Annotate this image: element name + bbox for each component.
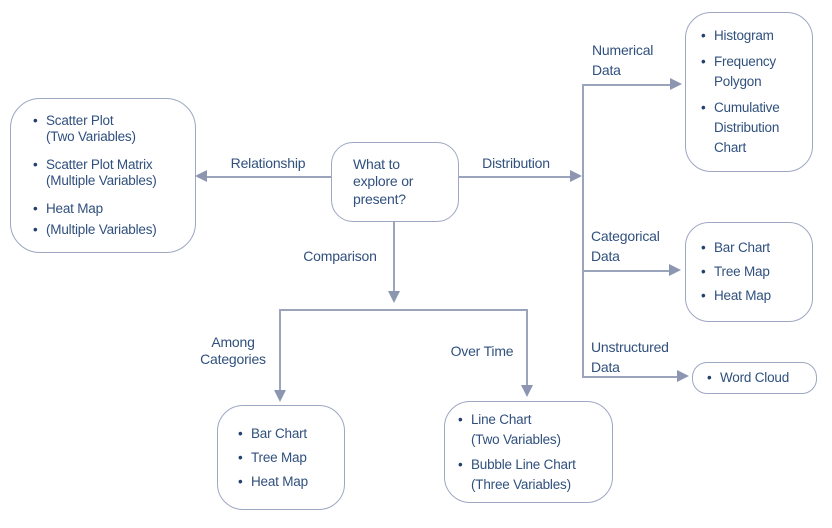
chart-option: (Multiple Variables) (46, 222, 157, 237)
over-time-label: Over Time (450, 343, 514, 359)
numerical-charts-box: • Histogram • Frequency Polygon • Cumulativ… (685, 12, 813, 172)
among-categories-edge-line (279, 309, 281, 390)
comparison-edge-line (393, 222, 395, 291)
list-item: • Bar Chart (238, 424, 340, 444)
center-question-text: What to explore or present? (353, 155, 414, 207)
list-item: • Histogram (701, 26, 808, 46)
chart-option: Line Chart (Two Variables) (471, 411, 561, 447)
distribution-trunk-line (582, 84, 584, 377)
list-item: • Tree Map (238, 448, 340, 468)
chart-option: Histogram (714, 28, 774, 43)
bullet-icon: • (33, 113, 38, 128)
list-item: • Bubble Line Chart (Three Variables) (458, 455, 608, 495)
unstructured-edge-line (582, 376, 678, 378)
bullet-icon: • (33, 157, 38, 172)
list-item: • (Multiple Variables) (33, 222, 189, 238)
list-item: • Heat Map (33, 201, 189, 217)
chart-option: Bar Chart (714, 240, 770, 255)
bullet-icon: • (701, 100, 706, 115)
distribution-edge-line (459, 176, 571, 178)
chart-option: Tree Map (251, 449, 307, 465)
among-categories-arrowhead-icon (274, 390, 286, 402)
distribution-edge-label: Distribution (482, 155, 550, 171)
chart-option: Scatter Plot Matrix (Multiple Variables) (46, 157, 157, 188)
list-item: • Heat Map (701, 286, 808, 306)
categorical-data-label: Categorical Data (591, 228, 660, 264)
bullet-icon: • (238, 425, 243, 441)
over-time-charts-box: • Line Chart (Two Variables) • Bubble Line… (444, 401, 613, 503)
bullet-icon: • (238, 473, 243, 489)
bullet-icon: • (701, 288, 706, 303)
chart-option: Tree Map (714, 264, 770, 279)
unstructured-data-label: Unstructured Data (591, 339, 669, 375)
bullet-icon: • (458, 411, 463, 427)
bullet-icon: • (707, 370, 712, 385)
among-categories-label: Among Categories (200, 334, 266, 367)
numerical-arrowhead-icon (670, 78, 682, 90)
list-item: • Word Cloud (707, 368, 812, 388)
center-question-node: What to explore or present? (331, 142, 459, 222)
list-item: • Tree Map (701, 262, 808, 282)
bullet-icon: • (701, 28, 706, 43)
bullet-icon: • (458, 456, 463, 472)
chart-option: Bar Chart (251, 425, 307, 441)
among-categories-charts-box: • Bar Chart • Tree Map • Heat Map (217, 405, 345, 510)
chart-option: Heat Map (251, 473, 308, 489)
numerical-data-label: Numerical Data (592, 42, 654, 78)
over-time-edge-line (526, 309, 528, 385)
list-item: • Heat Map (238, 472, 340, 492)
list-item: • Scatter Plot Matrix (Multiple Variables… (33, 157, 189, 189)
unstructured-arrowhead-icon (677, 370, 689, 382)
numerical-edge-line (582, 84, 671, 86)
chart-option: Cumulative Distribution Chart (714, 100, 780, 155)
list-item: • Line Chart (Two Variables) (458, 410, 608, 450)
chart-option: Word Cloud (720, 370, 790, 385)
list-item: • Frequency Polygon (701, 52, 808, 92)
chart-option: Heat Map (46, 201, 103, 216)
over-time-arrowhead-icon (521, 385, 533, 397)
list-item: • Bar Chart (701, 238, 808, 258)
chart-option: Scatter Plot (Two Variables) (46, 113, 136, 144)
chart-option: Heat Map (714, 288, 771, 303)
categorical-edge-line (582, 270, 669, 272)
comparison-splitter-line (279, 309, 528, 311)
comparison-arrowhead-icon (388, 291, 400, 303)
list-item: • Cumulative Distribution Chart (701, 98, 808, 158)
relationship-edge-label: Relationship (230, 155, 306, 171)
chart-option: Frequency Polygon (714, 54, 776, 89)
bullet-icon: • (33, 222, 38, 237)
bullet-icon: • (238, 449, 243, 465)
categorical-arrowhead-icon (669, 264, 681, 276)
bullet-icon: • (33, 201, 38, 216)
relationship-charts-box: • Scatter Plot (Two Variables) • Scatter P… (10, 98, 196, 253)
categorical-charts-box: • Bar Chart • Tree Map • Heat Map (685, 222, 813, 322)
relationship-edge-line (206, 176, 331, 178)
list-item: • Scatter Plot (Two Variables) (33, 113, 189, 145)
relationship-arrowhead-icon (195, 170, 207, 182)
bullet-icon: • (701, 264, 706, 279)
bullet-icon: • (701, 240, 706, 255)
chart-option: Bubble Line Chart (Three Variables) (471, 456, 576, 492)
unstructured-charts-box: • Word Cloud (692, 362, 817, 394)
distribution-arrowhead-icon (570, 170, 582, 182)
comparison-edge-label: Comparison (303, 248, 377, 264)
bullet-icon: • (701, 54, 706, 69)
